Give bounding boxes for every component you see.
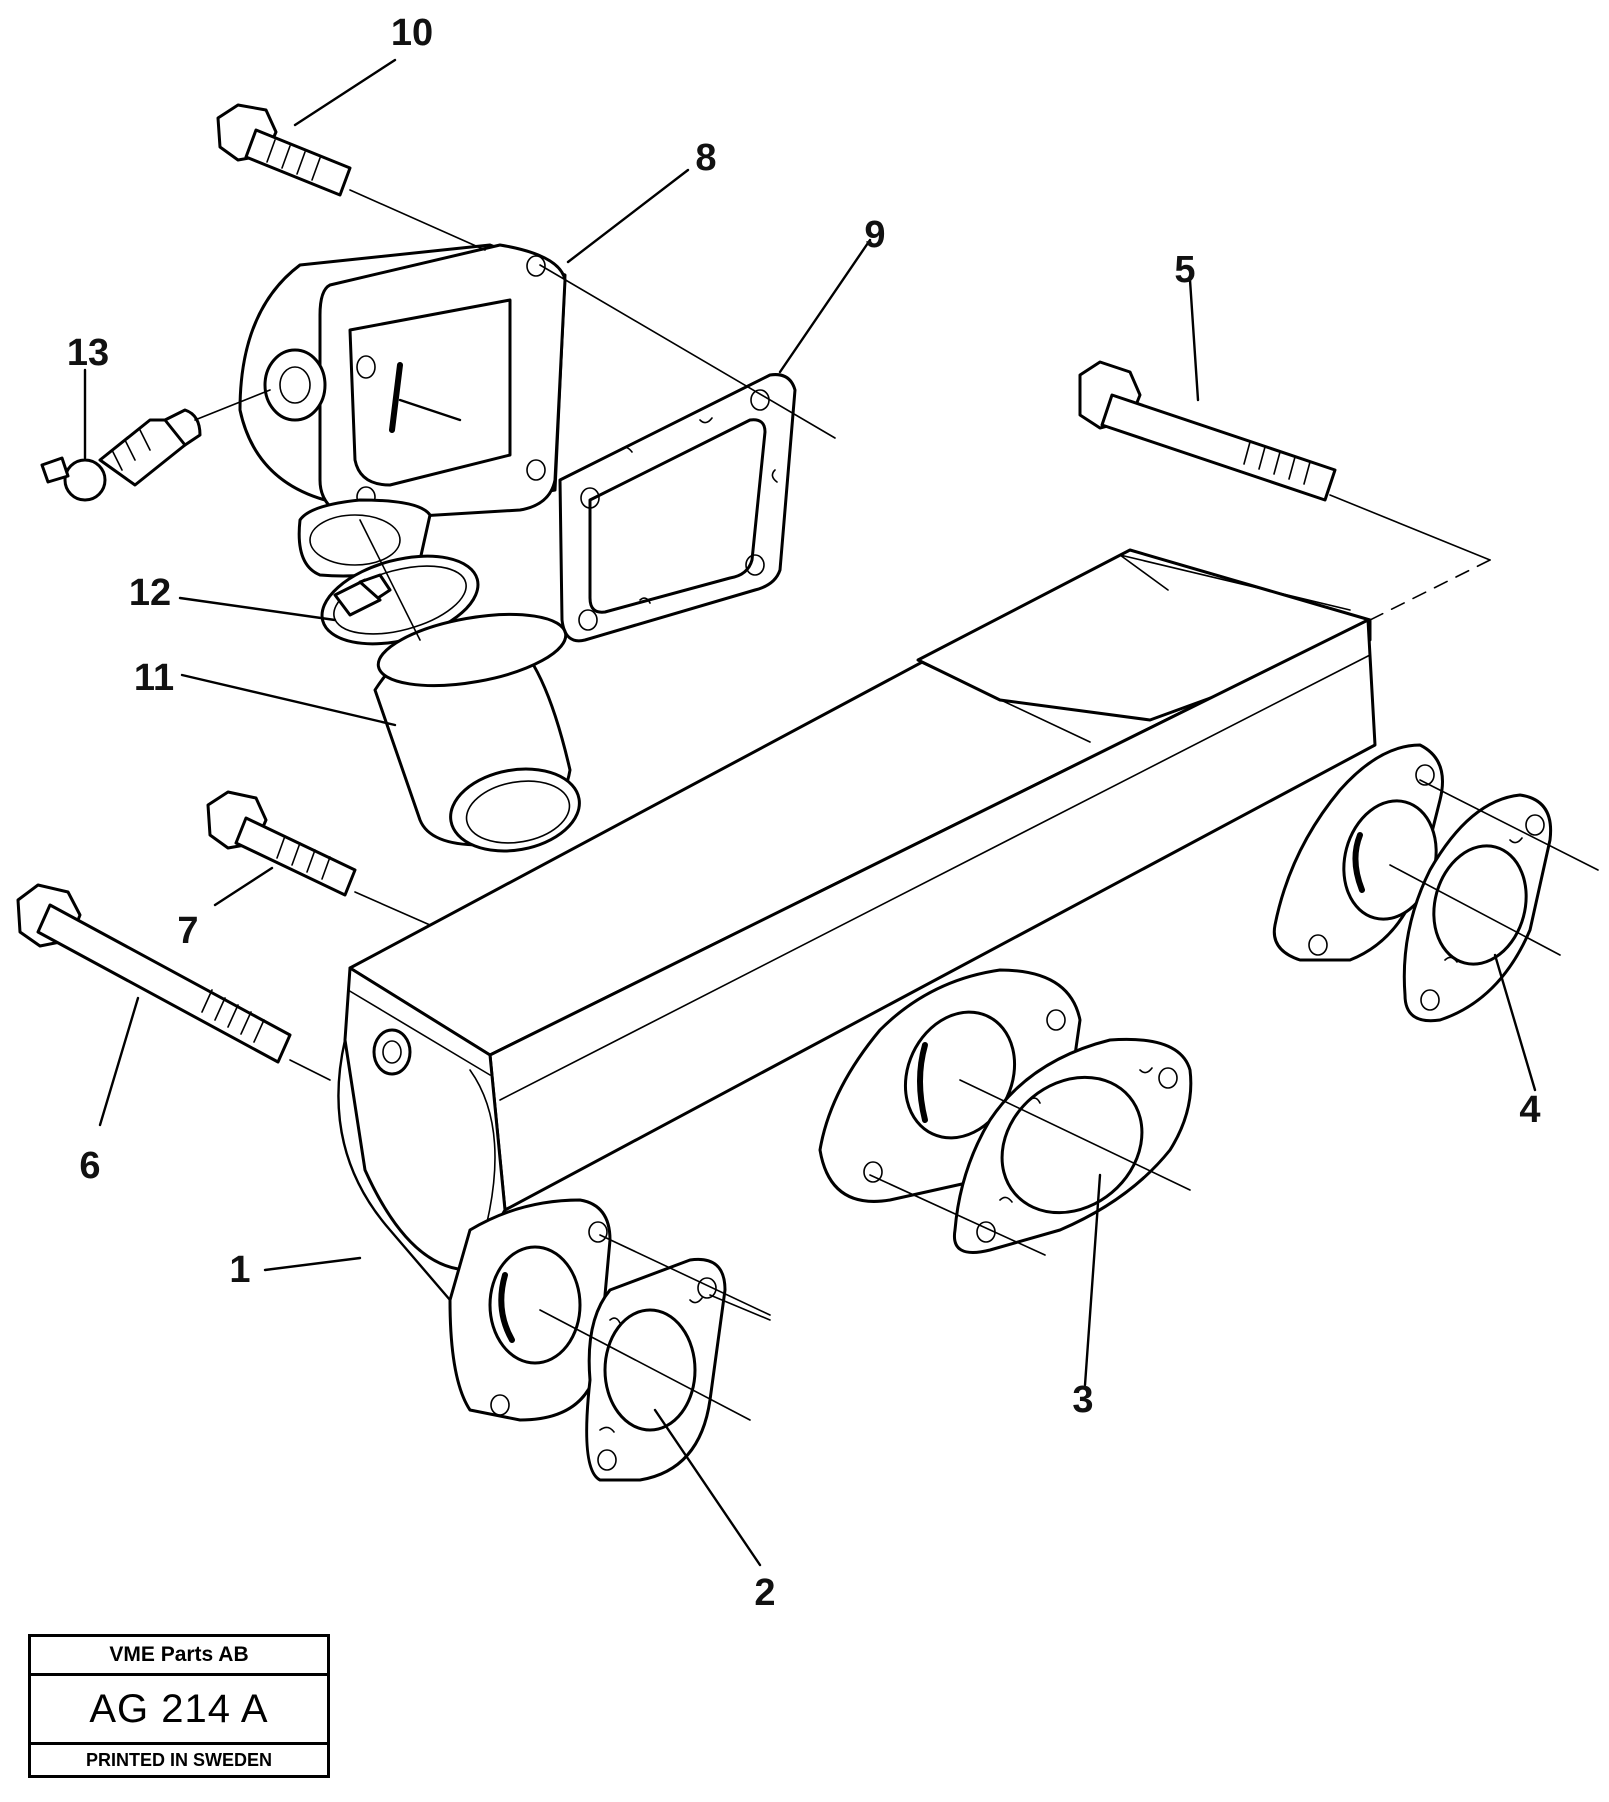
callout-leaders bbox=[83, 58, 1537, 1567]
callout-12: 12 bbox=[129, 572, 171, 614]
thermostat-housing-8 bbox=[238, 243, 567, 578]
hose-11 bbox=[373, 612, 581, 853]
temperature-sensor-13 bbox=[40, 408, 202, 502]
callout-7: 7 bbox=[177, 910, 198, 952]
gasket-3 bbox=[952, 1037, 1193, 1254]
alignment-lines bbox=[194, 189, 1599, 1421]
bolt-5 bbox=[1078, 360, 1337, 502]
callout-6: 6 bbox=[79, 1145, 100, 1187]
bolt-10 bbox=[216, 103, 352, 197]
drawing-code: AG 214 A bbox=[31, 1676, 327, 1745]
gasket-9 bbox=[558, 373, 797, 643]
callout-1: 1 bbox=[229, 1249, 250, 1291]
gasket-4 bbox=[1402, 793, 1553, 1023]
callout-9: 9 bbox=[864, 214, 885, 256]
gasket-2 bbox=[585, 1257, 727, 1482]
callout-2: 2 bbox=[754, 1572, 775, 1614]
bolt-6 bbox=[16, 883, 292, 1064]
callout-10: 10 bbox=[391, 12, 433, 54]
callout-3: 3 bbox=[1072, 1379, 1093, 1421]
callout-11: 11 bbox=[134, 657, 174, 699]
callout-13: 13 bbox=[67, 332, 109, 374]
title-block: VME Parts AB AG 214 A PRINTED IN SWEDEN bbox=[28, 1634, 330, 1778]
callout-4: 4 bbox=[1519, 1089, 1540, 1131]
manifold-flange-left bbox=[448, 1198, 612, 1422]
bolt-7 bbox=[206, 790, 357, 897]
callout-5: 5 bbox=[1174, 249, 1195, 291]
callout-8: 8 bbox=[695, 137, 716, 179]
company-name: VME Parts AB bbox=[31, 1637, 327, 1676]
exhaust-manifold bbox=[337, 548, 1377, 1302]
printed-in-label: PRINTED IN SWEDEN bbox=[85, 1749, 272, 1770]
